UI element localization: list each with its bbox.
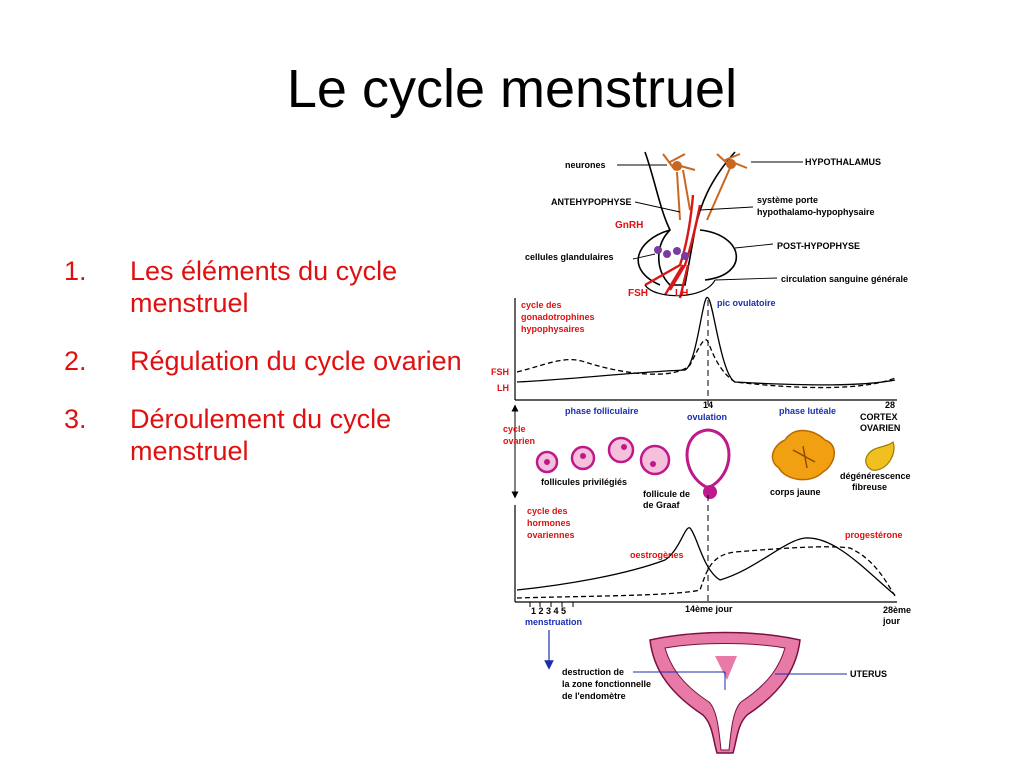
label-fsh: FSH: [628, 288, 648, 299]
label-circulation: circulation sanguine générale: [781, 274, 908, 284]
menstrual-cycle-diagram: neurones HYPOTHALAMUS ANTEHYPOPHYSE syst…: [491, 151, 911, 754]
label-oestrogenes: oestrogènes: [630, 550, 684, 560]
label-cycle-horm-2: hormones: [527, 518, 571, 528]
label-graaf-2: de Graaf: [643, 500, 681, 510]
topic-item-2[interactable]: 2. Régulation du cycle ovarien: [58, 345, 488, 377]
label-cycle-ovarien-1: cycle: [503, 424, 526, 434]
topic-list: 1. Les éléments du cycle menstruel 2. Ré…: [58, 255, 488, 493]
label-follicules: follicules privilégiés: [541, 477, 627, 487]
topic-label: Déroulement du cycle menstruel: [130, 404, 392, 466]
graaf-follicle-icon: [685, 428, 731, 490]
topic-item-1[interactable]: 1. Les éléments du cycle menstruel: [58, 255, 488, 319]
label-jour14: 14ème jour: [685, 604, 733, 614]
label-antehypophyse: ANTEHYPOPHYSE: [551, 197, 632, 207]
label-progesterone: progestérone: [845, 530, 903, 540]
label-gnrh: GnRH: [615, 220, 643, 231]
gonadotrophin-chart: [514, 297, 897, 405]
label-lh: LH: [675, 288, 688, 299]
label-days: 1 2 3 4 5: [531, 606, 566, 616]
label-neurones: neurones: [565, 160, 606, 170]
label-cellules: cellules glandulaires: [525, 252, 614, 262]
label-cycle-gonado-2: gonadotrophines: [521, 312, 595, 322]
label-cortex-2: OVARIEN: [860, 423, 900, 433]
label-cycle-gonado-1: cycle des: [521, 300, 562, 310]
hypophysis-illustration: [637, 151, 748, 299]
label-day14-top: 14: [703, 400, 713, 410]
label-corps-jaune: corps jaune: [770, 487, 821, 497]
leader-lines-uterus: [633, 671, 847, 690]
label-cycle-gonado-3: hypophysaires: [521, 324, 585, 334]
label-degenerescence-2: fibreuse: [852, 482, 887, 492]
label-uterus: UTERUS: [850, 669, 887, 679]
topic-label: Régulation du cycle ovarien: [130, 346, 462, 376]
label-degenerescence-1: dégénérescence: [840, 471, 911, 481]
ovarian-cycle-row: [511, 404, 895, 499]
follicles-icon: [535, 436, 671, 476]
label-graaf-1: follicule de: [643, 489, 690, 499]
topic-number: 3.: [64, 404, 87, 434]
topic-number: 1.: [64, 256, 87, 286]
label-cycle-horm-1: cycle des: [527, 506, 568, 516]
label-post-hypophyse: POST-HYPOPHYSE: [777, 241, 860, 251]
label-menstruation: menstruation: [525, 617, 582, 627]
label-phase-folliculaire: phase folliculaire: [565, 406, 639, 416]
label-systeme-porte: système porte: [757, 195, 818, 205]
label-hypothalamo: hypothalamo-hypophysaire: [757, 207, 875, 217]
label-pic-ovulatoire: pic ovulatoire: [717, 298, 776, 308]
label-cycle-horm-3: ovariennes: [527, 530, 575, 540]
topic-label: Les éléments du cycle menstruel: [130, 256, 398, 318]
label-destruction-1: destruction de: [562, 667, 624, 677]
label-destruction-3: de l'endomètre: [562, 691, 626, 701]
label-phase-luteale: phase lutéale: [779, 406, 836, 416]
label-ovulation: ovulation: [687, 412, 727, 422]
label-fsh-axis: FSH: [491, 367, 509, 377]
label-lh-axis: LH: [497, 383, 509, 393]
neurons-icon: [662, 153, 748, 221]
label-destruction-2: la zone fonctionnelle: [562, 679, 651, 689]
label-day28-top: 28: [885, 400, 895, 410]
gland-cells-icon: [654, 246, 689, 260]
ovarian-hormone-chart: [514, 495, 897, 607]
ovulation-icon: [703, 485, 717, 499]
blood-vessels-icon: [644, 194, 702, 299]
label-cortex-1: CORTEX: [860, 412, 898, 422]
label-jour28-2: jour: [882, 616, 900, 626]
uterus-icon: [649, 631, 801, 754]
degeneration-icon: [865, 440, 895, 471]
leader-lines-top: [617, 161, 803, 281]
label-jour28-1: 28ème: [883, 605, 911, 615]
topic-number: 2.: [64, 346, 87, 376]
label-hypothalamus: HYPOTHALAMUS: [805, 157, 881, 167]
topic-item-3[interactable]: 3. Déroulement du cycle menstruel: [58, 403, 488, 467]
slide-title: Le cycle menstruel: [286, 59, 738, 119]
label-cycle-ovarien-2: ovarien: [503, 436, 535, 446]
